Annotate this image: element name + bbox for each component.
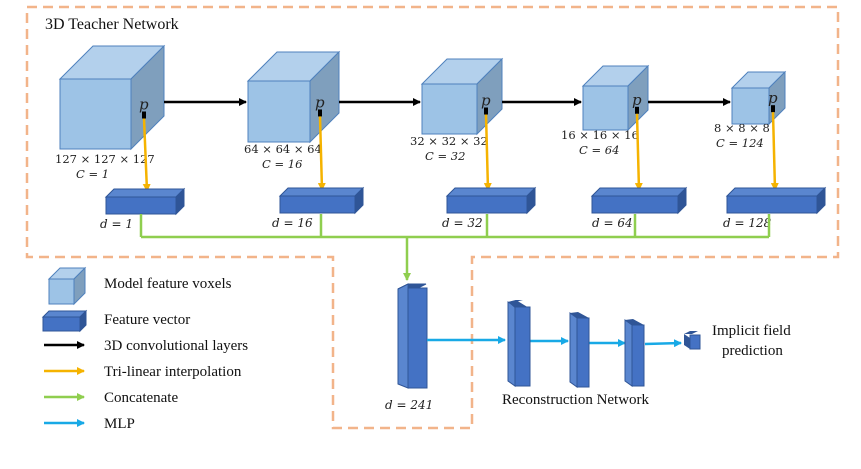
resolution-label: 8 × 8 × 8	[714, 121, 770, 135]
legend-item-3: 3D convolutional layers	[44, 338, 248, 354]
feature-dim-label: d = 16	[272, 216, 313, 230]
legend-label: Feature vector	[104, 312, 190, 328]
reconstruction-network-title: Reconstruction Network	[502, 392, 650, 408]
feature-vector-bar	[445, 186, 537, 215]
feature-vector-bar	[590, 186, 688, 215]
feature-voxel-cube	[581, 64, 650, 132]
interpolation-arrow	[634, 113, 643, 191]
point-p-label: p	[481, 92, 491, 110]
channels-label: C = 124	[716, 136, 764, 150]
teacher-stage-5: p 8 × 8 × 8C = 124 d = 128	[714, 70, 827, 230]
point-p-label: p	[768, 89, 778, 107]
legend-label: 3D convolutional layers	[104, 338, 248, 354]
resolution-label: 16 × 16 × 16	[561, 128, 639, 142]
legend-item-5: Concatenate	[44, 390, 178, 406]
feature-voxel-cube	[58, 44, 166, 151]
channels-label: C = 1	[76, 167, 109, 181]
resolution-label: 32 × 32 × 32	[410, 134, 488, 148]
legend-label: Tri-linear interpolation	[104, 364, 242, 380]
feature-voxel-cube	[730, 70, 787, 126]
legend-label: Model feature voxels	[104, 276, 232, 292]
resolution-label: 127 × 127 × 127	[55, 152, 155, 166]
mlp-arrow-4	[644, 339, 682, 348]
feature-vector-bar	[104, 187, 186, 216]
feature-dim-label: d = 1	[100, 217, 133, 231]
feature-voxel-cube	[420, 57, 504, 136]
legend-label: MLP	[104, 416, 135, 432]
interpolation-arrow	[142, 118, 151, 192]
sample-point-marker	[635, 106, 639, 114]
reconstruction-layer-2	[569, 312, 590, 388]
sample-point-marker	[142, 111, 146, 119]
interpolation-arrow	[483, 114, 492, 191]
legend-item-6: MLP	[44, 416, 135, 432]
legend-label: Concatenate	[104, 390, 178, 406]
feature-vector-bar	[725, 186, 827, 215]
feature-vector-bar	[278, 186, 365, 215]
legend-item-2: Feature vector	[41, 309, 190, 333]
teacher-stage-2: p 64 × 64 × 64C = 16 d = 16	[244, 50, 365, 230]
channels-label: C = 32	[425, 149, 465, 163]
implicit-field-label-line2: prediction	[722, 343, 783, 359]
concatenate-lines	[139, 214, 771, 281]
concat-dim-label: d = 241	[385, 398, 433, 412]
sample-point-marker	[318, 109, 322, 117]
resolution-label: 64 × 64 × 64	[244, 142, 322, 156]
point-p-label: p	[139, 96, 149, 114]
channels-label: C = 64	[579, 143, 619, 157]
feature-dim-label: d = 64	[592, 216, 633, 230]
point-p-label: p	[315, 93, 325, 111]
legend-vector-icon	[41, 309, 88, 333]
reconstruction-layer-1	[507, 300, 531, 387]
feature-voxel-cube	[246, 50, 341, 144]
sample-point-marker	[484, 107, 488, 115]
interpolation-arrow	[770, 112, 779, 191]
teacher-network-title: 3D Teacher Network	[45, 16, 179, 33]
legend-voxel-icon	[47, 266, 87, 306]
reconstruction-layer-3	[624, 319, 645, 387]
legend-item-1: Model feature voxels	[47, 266, 232, 306]
feature-dim-label: d = 32	[442, 216, 483, 230]
sample-point-marker	[771, 105, 775, 113]
channels-label: C = 16	[262, 157, 302, 171]
interpolation-arrow	[317, 116, 326, 191]
feature-dim-label: d = 128	[723, 216, 772, 230]
teacher-stage-3: p 32 × 32 × 32C = 32 d = 32	[410, 57, 537, 230]
concatenated-feature-vector	[397, 283, 428, 389]
teacher-network-boundary	[25, 5, 840, 430]
implicit-field-output-cube	[684, 331, 701, 350]
point-p-label: p	[632, 91, 642, 109]
implicit-field-label-line1: Implicit field	[712, 323, 791, 339]
legend-item-4: Tri-linear interpolation	[44, 364, 242, 380]
teacher-stage-4: p 16 × 16 × 16C = 64 d = 64	[561, 64, 688, 230]
